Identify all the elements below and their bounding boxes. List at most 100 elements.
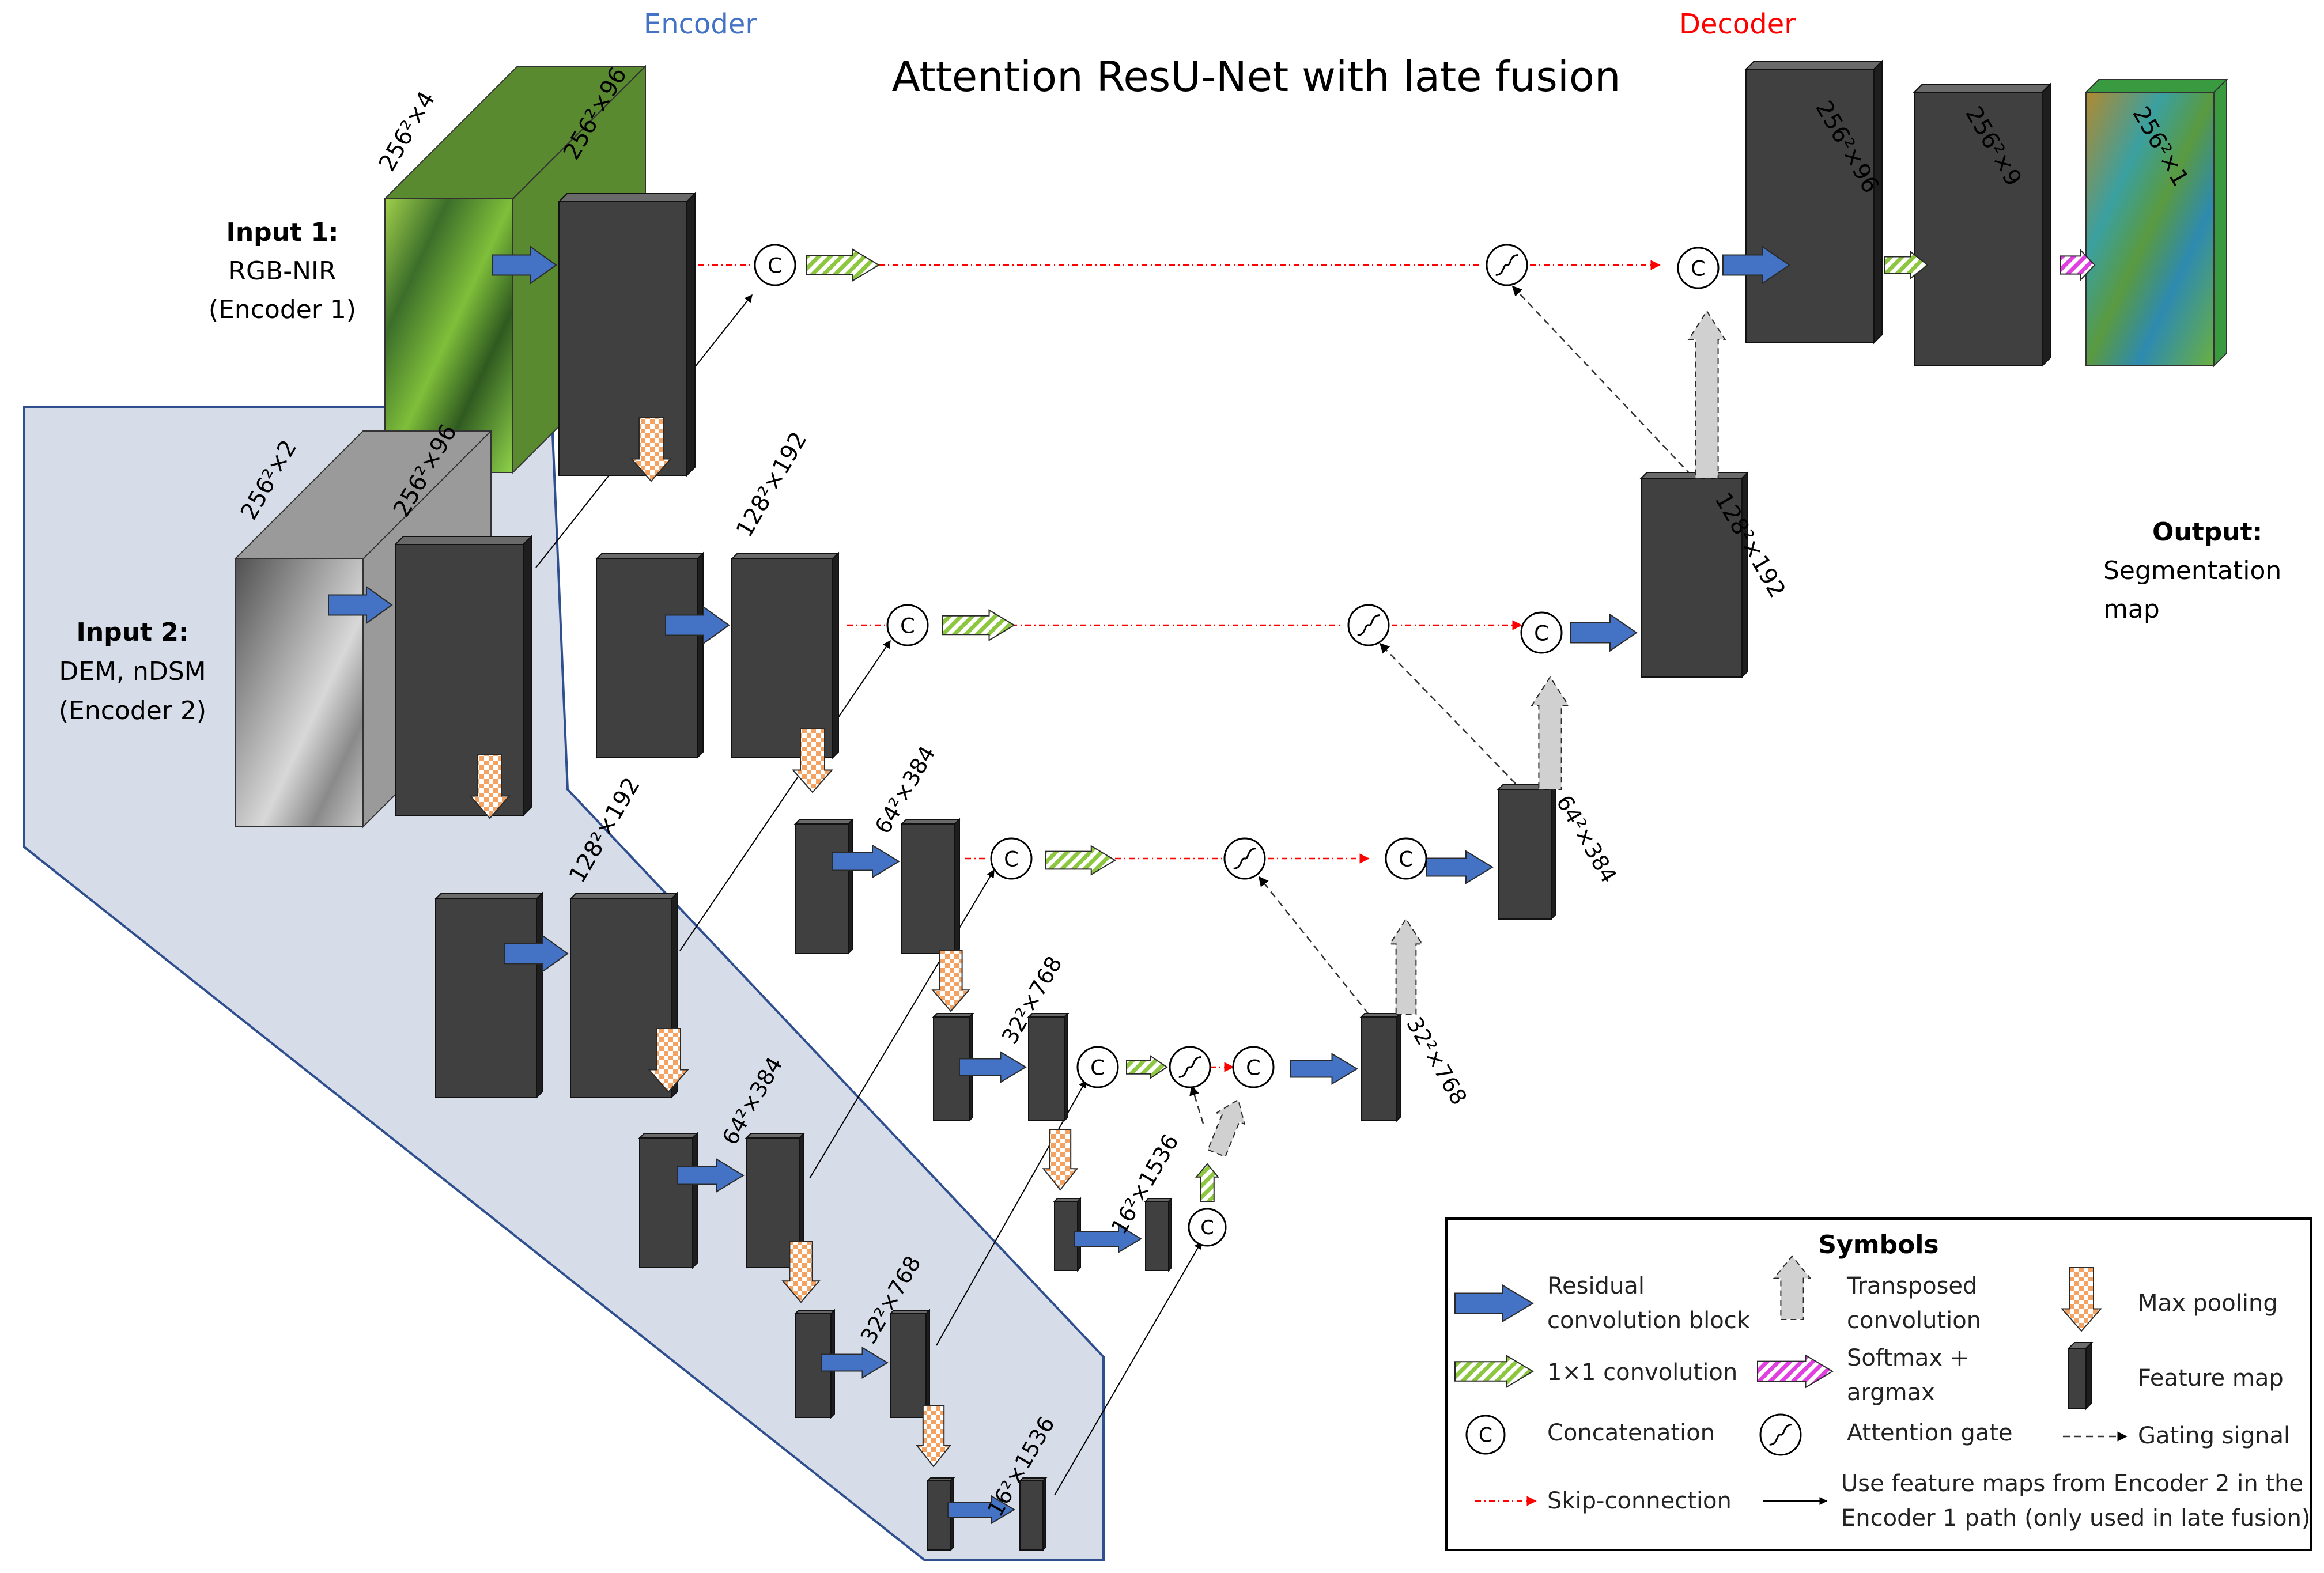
concat-2: C bbox=[886, 604, 929, 646]
residual-arrow-e2-3 bbox=[677, 1158, 745, 1193]
attention-gate-3 bbox=[1223, 837, 1266, 880]
legend-maxpool-icon bbox=[2061, 1267, 2102, 1332]
output-line2: map bbox=[2103, 595, 2160, 624]
transposed-conv-arrow-3 bbox=[1389, 918, 1423, 1015]
encoder1-feature-map-128a bbox=[595, 551, 705, 759]
svg-text:C: C bbox=[1691, 256, 1706, 281]
legend-use-features-line1: Use feature maps from Encoder 2 in the bbox=[1841, 1470, 2303, 1497]
decoder-label: Decoder bbox=[1679, 8, 1796, 40]
input2-line2: (Encoder 2) bbox=[59, 696, 206, 725]
legend-featuremap-icon bbox=[2067, 1341, 2094, 1411]
encoder2-feature-map-32b bbox=[889, 1309, 931, 1419]
encoder2-feature-map-64a bbox=[638, 1132, 699, 1269]
concat-d3: C bbox=[1385, 837, 1427, 880]
legend-concat-icon: C bbox=[1465, 1415, 1506, 1455]
legend-residual-line2: convolution block bbox=[1547, 1307, 1751, 1334]
legend-transposed-line1: Transposed bbox=[1846, 1273, 1977, 1299]
gating-line-1 bbox=[1511, 285, 1692, 476]
input2-line1: DEM, nDSM bbox=[59, 657, 206, 686]
legend-title: Symbols bbox=[1818, 1230, 1938, 1260]
transposed-conv-arrow-4 bbox=[1207, 1099, 1246, 1158]
legend-residual-icon bbox=[1454, 1284, 1534, 1323]
residual-arrow-e2-2 bbox=[504, 934, 569, 973]
residual-arrow-e2-1 bbox=[328, 585, 393, 625]
decoder-feature-map-64 bbox=[1497, 783, 1558, 921]
legend-featuremap: Feature map bbox=[2138, 1365, 2284, 1391]
legend-maxpool: Max pooling bbox=[2138, 1290, 2278, 1317]
concat-3: C bbox=[990, 837, 1033, 880]
residual-arrow-d2 bbox=[1570, 613, 1638, 652]
legend-skip: Skip-connection bbox=[1547, 1488, 1732, 1514]
transposed-conv-arrow-1 bbox=[1687, 310, 1726, 479]
maxpool-arrow-e2-1 bbox=[469, 754, 511, 819]
svg-text:C: C bbox=[768, 253, 783, 278]
concat-4: C bbox=[1076, 1046, 1119, 1088]
decoder-feature-map-256 bbox=[1744, 59, 1884, 345]
decoder-feature-map-256x9 bbox=[1913, 82, 2052, 368]
residual-arrow-e1-2 bbox=[665, 606, 730, 645]
svg-text:C: C bbox=[1479, 1424, 1492, 1447]
encoder1-feature-map-64a bbox=[793, 818, 855, 955]
encoder1-feature-map-128b bbox=[730, 551, 840, 759]
encoder2-feature-map-256 bbox=[394, 535, 533, 817]
concat-d1: C bbox=[1677, 247, 1720, 289]
encoder1-feature-map-32b bbox=[1027, 1012, 1070, 1122]
legend-concat: Concatenation bbox=[1547, 1420, 1715, 1446]
input1-line1: RGB-NIR bbox=[228, 256, 336, 286]
maxpool-arrow-e2-2 bbox=[648, 1028, 689, 1093]
maxpool-arrow-e1-3 bbox=[931, 950, 970, 1012]
encoder1-feature-map-16b bbox=[1144, 1197, 1173, 1272]
concat-d2: C bbox=[1520, 611, 1563, 654]
feature-maps-layer bbox=[394, 59, 2052, 1552]
svg-text:C: C bbox=[1399, 846, 1414, 871]
legend-transposed-line2: convolution bbox=[1847, 1307, 1981, 1334]
conv1x1-arrow-5 bbox=[1884, 250, 1929, 280]
fusion-line-4 bbox=[936, 1079, 1087, 1346]
operations-layer: C C C C C C C C C bbox=[328, 244, 2096, 1525]
conv1x1-arrow-4 bbox=[1126, 1055, 1168, 1079]
input1-line2: (Encoder 1) bbox=[209, 295, 356, 324]
input2-title: Input 2: bbox=[76, 618, 188, 647]
concat-1: C bbox=[754, 244, 796, 286]
legend: Symbols C Residual convolution block Tra… bbox=[1445, 1217, 2312, 1551]
residual-arrow-e1-5 bbox=[1074, 1224, 1142, 1254]
encoder-label: Encoder bbox=[644, 8, 757, 40]
svg-text:C: C bbox=[1200, 1216, 1214, 1239]
concat-5: C bbox=[1188, 1208, 1227, 1247]
fusion-line-3 bbox=[809, 869, 995, 1179]
legend-softmax-icon bbox=[1757, 1354, 1834, 1389]
legend-attention-icon bbox=[1759, 1413, 1802, 1456]
legend-box bbox=[1445, 1217, 2312, 1551]
decoder-feature-map-32 bbox=[1359, 1012, 1402, 1122]
legend-conv1x1-icon bbox=[1454, 1355, 1534, 1388]
transposed-conv-arrow-4-shape bbox=[1207, 1099, 1246, 1158]
output-line1: Segmentation bbox=[2103, 556, 2281, 585]
svg-text:C: C bbox=[1004, 846, 1019, 871]
legend-use-features-line2: Encoder 1 path (only used in late fusion… bbox=[1841, 1505, 2311, 1532]
legend-transposed-icon bbox=[1773, 1255, 1812, 1320]
svg-text:C: C bbox=[1534, 621, 1549, 645]
conv1x1-arrow-3 bbox=[1045, 845, 1116, 876]
dim-d4: 32²×768 bbox=[1401, 1013, 1472, 1109]
legend-icons: C bbox=[1454, 1255, 2128, 1506]
concat-d4: C bbox=[1232, 1046, 1275, 1088]
encoder2-feature-map-16b bbox=[1018, 1476, 1048, 1552]
svg-text:C: C bbox=[900, 613, 915, 638]
residual-arrow-d3 bbox=[1426, 850, 1494, 884]
residual-arrow-e1-3 bbox=[832, 844, 900, 879]
output-caption: Output: Segmentation map bbox=[2103, 517, 2281, 624]
softmax-arrow bbox=[2060, 249, 2096, 281]
svg-text:C: C bbox=[1090, 1055, 1105, 1080]
connections-layer bbox=[535, 260, 1692, 1496]
transposed-conv-arrow-2 bbox=[1531, 676, 1570, 790]
maxpool-arrow-e2-4 bbox=[915, 1405, 952, 1468]
legend-gating: Gating signal bbox=[2138, 1423, 2290, 1449]
maxpool-arrow-e2-3 bbox=[781, 1241, 821, 1303]
maxpool-arrow-e1-1 bbox=[630, 417, 672, 482]
input1-title: Input 1: bbox=[226, 218, 338, 247]
decoder-feature-map-128 bbox=[1639, 471, 1749, 679]
output-title: Output: bbox=[2152, 517, 2262, 547]
residual-arrow-d4 bbox=[1290, 1053, 1358, 1085]
input1-caption: Input 1: RGB-NIR (Encoder 1) bbox=[209, 218, 356, 324]
